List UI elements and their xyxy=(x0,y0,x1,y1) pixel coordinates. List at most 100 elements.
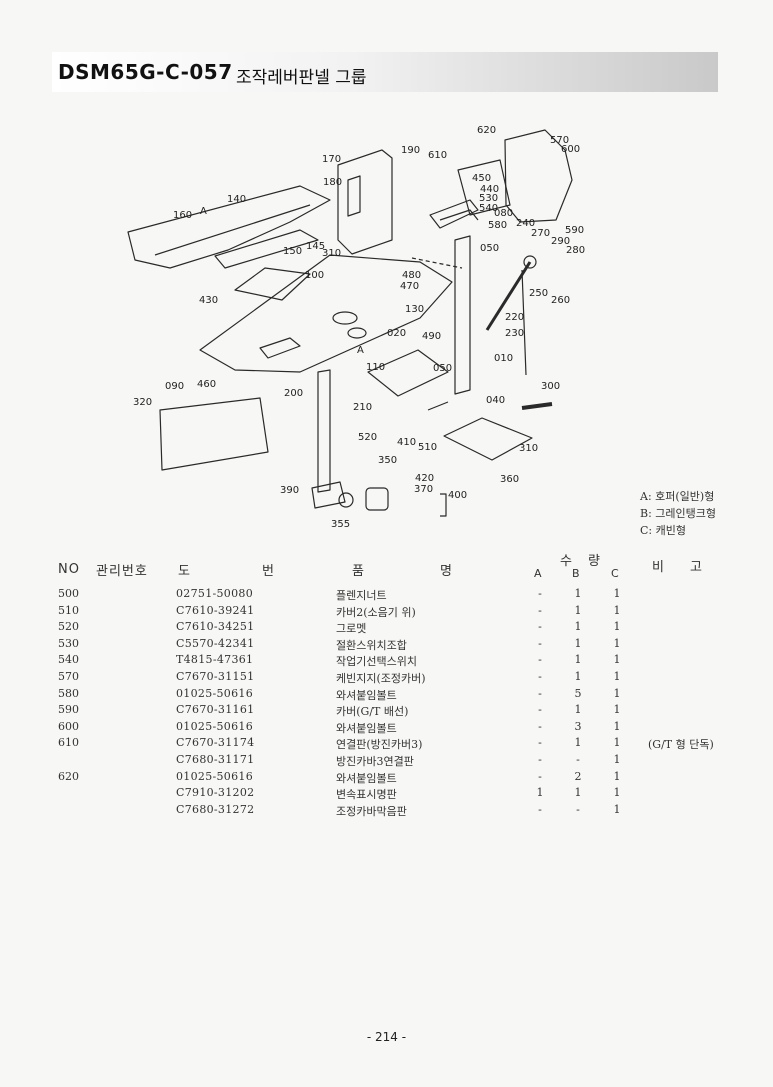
part-no: 600 xyxy=(58,719,79,733)
qty-c: 1 xyxy=(613,753,621,766)
part-no: 590 xyxy=(58,703,79,717)
part-name: 와셔붙임볼트 xyxy=(336,688,397,702)
qty-a: - xyxy=(538,769,542,783)
qty-a: - xyxy=(538,719,542,733)
column-040 xyxy=(317,369,331,493)
callout-label: 420 xyxy=(415,473,434,484)
callout-label: 200 xyxy=(284,388,303,399)
callout-label: 270 xyxy=(531,228,550,239)
qty-a: - xyxy=(538,802,542,816)
part-number: C7610-39241 xyxy=(176,603,255,617)
callout-label: 600 xyxy=(561,144,580,155)
qty-b: 1 xyxy=(574,603,582,617)
legend-item: B: 그레인탱크형 xyxy=(640,507,717,520)
qty-b: 1 xyxy=(574,670,582,683)
callout-label: 160 xyxy=(173,210,192,221)
callout-label: 140 xyxy=(227,194,246,205)
qty-c: 1 xyxy=(613,670,621,683)
part-number: C7680-31171 xyxy=(176,753,255,766)
callout-label: 450 xyxy=(472,173,491,184)
qty-b: 1 xyxy=(574,587,582,600)
callout-label: 240 xyxy=(516,218,535,229)
part-name: 카버2(소음기 위) xyxy=(336,605,416,619)
part-number: 02751-50080 xyxy=(176,587,254,600)
remark: (G/T 형 단독) xyxy=(648,738,714,752)
callout-label: 110 xyxy=(366,362,385,373)
vertical-post xyxy=(454,235,471,395)
callout-label: 010 xyxy=(494,353,513,364)
part-number: C5570-42341 xyxy=(176,636,255,650)
callout-label: 350 xyxy=(378,455,397,466)
callout-label: 520 xyxy=(358,432,377,443)
qty-a: - xyxy=(538,686,542,700)
callout-label: 370 xyxy=(414,484,433,495)
qty-a: - xyxy=(538,653,542,667)
callout-label: 310 xyxy=(322,248,341,259)
callout-label: 220 xyxy=(505,312,524,323)
main-panel xyxy=(199,254,453,373)
callout-label: 280 xyxy=(566,245,585,256)
step-plate xyxy=(234,267,311,301)
col-header-ryang: 량 xyxy=(588,554,601,569)
part-number: C7670-31161 xyxy=(176,703,255,717)
header-band xyxy=(52,52,718,92)
part-name: 조정카바막음판 xyxy=(336,804,407,818)
part-name: 연결판(방진카버3) xyxy=(336,738,423,752)
part-no: 580 xyxy=(58,686,79,700)
part-no: 520 xyxy=(58,620,79,634)
callout-label: A xyxy=(357,345,364,356)
page-title: 조작레버판넬 그룹 xyxy=(236,68,367,88)
callout-label: 480 xyxy=(402,270,421,281)
callout-label: 170 xyxy=(322,154,341,165)
part-number: T4815-47361 xyxy=(176,653,254,667)
part-number: C7910-31202 xyxy=(176,786,255,800)
callout-label: 080 xyxy=(494,208,513,219)
qty-b: 2 xyxy=(574,769,582,783)
qty-b: 1 xyxy=(574,653,582,667)
part-no: 620 xyxy=(58,769,79,783)
bracket-upper xyxy=(337,149,393,255)
qty-b: 1 xyxy=(574,786,582,800)
col-header-su: 수 xyxy=(560,554,573,569)
callout-label: 230 xyxy=(505,328,524,339)
callout-label: 290 xyxy=(551,236,570,247)
callout-label: 210 xyxy=(353,402,372,413)
callout-label: 300 xyxy=(541,381,560,392)
callout-label: 050 xyxy=(480,243,499,254)
qty-a: - xyxy=(538,670,542,683)
part-name: 그로멧 xyxy=(336,622,367,636)
qty-a: - xyxy=(538,703,542,717)
part-no: 610 xyxy=(58,736,79,750)
callout-label: 540 xyxy=(479,203,498,214)
qty-a: - xyxy=(538,753,542,766)
callout-label: 130 xyxy=(405,304,424,315)
col-header-no: NO xyxy=(58,562,80,577)
callout-label: 310 xyxy=(519,443,538,454)
qty-b: 1 xyxy=(574,636,582,650)
callout-label: 250 xyxy=(529,288,548,299)
qty-b: 1 xyxy=(574,620,582,634)
qty-b: - xyxy=(576,802,580,816)
part-name: 작업기선택스위치 xyxy=(336,655,417,669)
part-name: 케빈지지(조정카버) xyxy=(336,672,426,685)
callout-label: 260 xyxy=(551,295,570,306)
qty-c: 1 xyxy=(613,802,621,816)
part-number: C7670-31174 xyxy=(176,736,255,750)
part-name: 방진카바3연결판 xyxy=(336,755,414,768)
part-no: 510 xyxy=(58,603,79,617)
callout-label: 390 xyxy=(280,485,299,496)
col-header-beon: 번 xyxy=(262,564,275,579)
qty-b: 3 xyxy=(574,719,582,733)
qty-a: - xyxy=(538,587,542,600)
callout-label: 430 xyxy=(199,295,218,306)
callout-label: 320 xyxy=(133,397,152,408)
